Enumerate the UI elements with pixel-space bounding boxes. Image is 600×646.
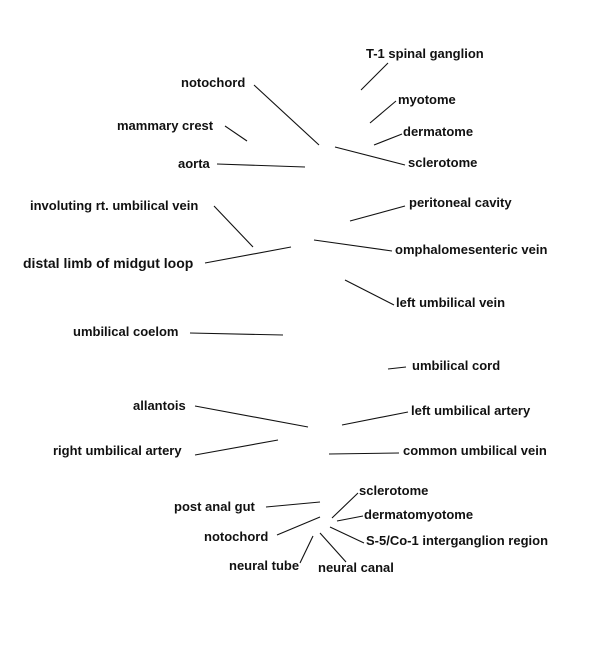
label-notochord-lower: notochord — [204, 529, 269, 544]
leader-line — [276, 516, 321, 536]
leader-line — [194, 405, 309, 428]
leader-line — [189, 332, 284, 336]
leader-line — [360, 62, 389, 91]
leader-line — [336, 515, 364, 522]
label-dermatomyotome: dermatomyotome — [364, 507, 474, 522]
label-sclerotome: sclerotome — [408, 155, 478, 170]
leader-line — [319, 532, 347, 563]
label-neural-tube: neural tube — [229, 558, 300, 573]
leader-line — [349, 205, 406, 222]
leader-line — [328, 452, 400, 455]
label-mammary-crest: mammary crest — [117, 118, 214, 133]
label-left-umbilical-artery: left umbilical artery — [411, 403, 531, 418]
leader-line — [213, 205, 254, 248]
label-involuting-rt-umbilical-vein: involuting rt. umbilical vein — [30, 198, 199, 213]
leader-line — [334, 146, 406, 166]
label-notochord: notochord — [181, 75, 246, 90]
leader-line — [216, 163, 306, 168]
label-omphalomesenteric-vein: omphalomesenteric vein — [395, 242, 548, 257]
label-t1-spinal-ganglion: T-1 spinal ganglion — [366, 46, 484, 61]
leader-line — [313, 239, 393, 252]
label-umbilical-coelom: umbilical coelom — [73, 324, 179, 339]
label-right-umbilical-artery: right umbilical artery — [53, 443, 182, 458]
leader-line — [329, 526, 365, 544]
label-common-umbilical-vein: common umbilical vein — [403, 443, 547, 458]
label-distal-limb-of-midgut-loop: distal limb of midgut loop — [23, 255, 194, 271]
leader-line — [373, 133, 403, 146]
leader-line — [265, 501, 321, 508]
leader-line — [369, 100, 397, 124]
leader-line — [299, 535, 314, 564]
label-left-umbilical-vein: left umbilical vein — [396, 295, 506, 310]
leader-line — [204, 246, 292, 264]
leader-line — [387, 366, 407, 370]
label-aorta: aorta — [178, 156, 210, 171]
label-dermatome: dermatome — [403, 124, 474, 139]
label-s5-co1-interganglion-region: S-5/Co-1 interganglion region — [366, 533, 549, 548]
label-allantois: allantois — [133, 398, 186, 413]
label-umbilical-cord: umbilical cord — [412, 358, 501, 373]
label-sclerotome-lower: sclerotome — [359, 483, 429, 498]
leader-line — [341, 411, 409, 426]
label-neural-canal: neural canal — [318, 560, 394, 575]
leader-line — [224, 125, 248, 142]
label-post-anal-gut: post anal gut — [174, 499, 255, 514]
leader-line — [194, 439, 279, 456]
leader-line — [344, 279, 395, 306]
leader-line — [253, 84, 320, 146]
label-peritoneal-cavity: peritoneal cavity — [409, 195, 512, 210]
label-myotome: myotome — [398, 92, 456, 107]
leader-line — [331, 492, 359, 519]
